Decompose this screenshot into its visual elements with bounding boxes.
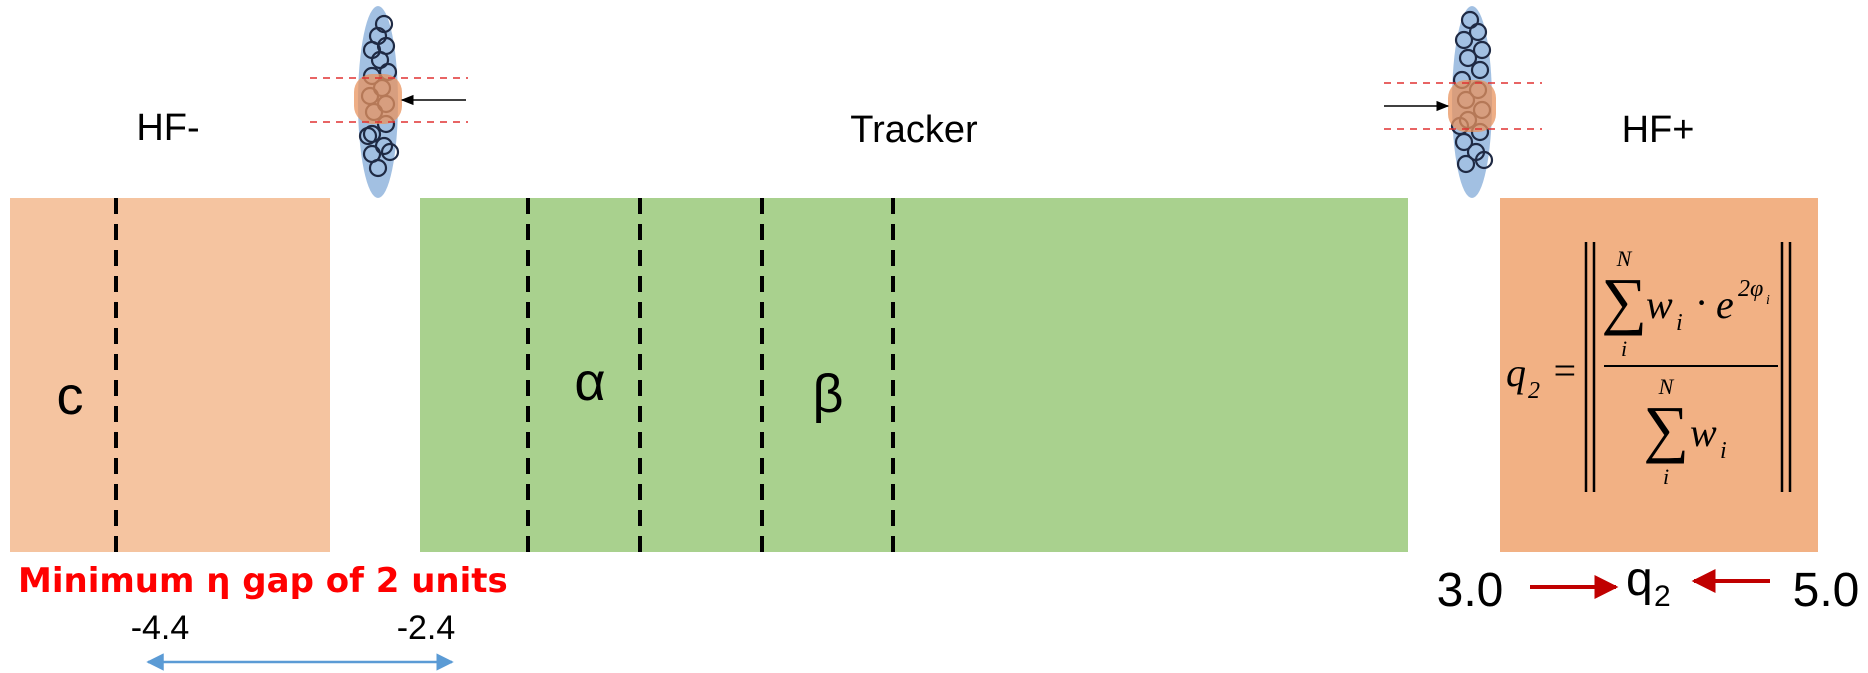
tracker-label: Tracker (850, 109, 978, 151)
denominator-w: w (1690, 410, 1717, 455)
region-alpha-label: α (574, 352, 605, 412)
eta-low-value: -4.4 (131, 609, 190, 647)
eta-gap-note: Minimum η gap of 2 units (18, 561, 508, 601)
left-bunch-icon (310, 6, 468, 198)
tracker-detector (420, 198, 1408, 552)
eta-high-value: -2.4 (397, 609, 456, 647)
right-bunch-icon (1384, 6, 1542, 198)
formula-lhs-subscript: 2 (1528, 378, 1540, 404)
region-c-label: c (57, 366, 84, 426)
numerator-sum-upper: N (1616, 246, 1633, 271)
denominator-sum-upper: N (1658, 374, 1675, 399)
hf-plus-high-value: 5.0 (1793, 564, 1860, 617)
hf-plus-low-value: 3.0 (1437, 564, 1504, 617)
numerator-exp-power: 2φ (1738, 276, 1763, 302)
denominator-w-subscript: i (1720, 438, 1727, 464)
hf-minus-detector (10, 198, 330, 552)
svg-text:∑: ∑ (1643, 393, 1689, 464)
hf-plus-q-subscript: 2 (1654, 580, 1671, 613)
svg-text:∑: ∑ (1601, 265, 1647, 336)
formula-equals: = (1551, 348, 1578, 393)
formula-lhs: q (1506, 350, 1526, 395)
numerator-exp-power-subscript: i (1766, 293, 1770, 308)
numerator-w: w (1646, 282, 1673, 327)
region-beta-label: β (812, 364, 843, 424)
hf-plus-q-symbol: q (1626, 553, 1653, 606)
hf-plus-detector (1500, 198, 1818, 552)
hf-plus-label: HF+ (1622, 109, 1695, 151)
numerator-dot: · (1696, 280, 1706, 325)
numerator-sum-lower: i (1621, 336, 1627, 361)
q2-formula: q 2 = N ∑ i w i · e 2φ i N ∑ i w i (1506, 242, 1792, 492)
numerator-exp-base: e (1716, 282, 1734, 327)
hf-minus-label: HF- (136, 107, 199, 149)
denominator-sum-lower: i (1663, 464, 1669, 489)
numerator-w-subscript: i (1676, 310, 1683, 336)
